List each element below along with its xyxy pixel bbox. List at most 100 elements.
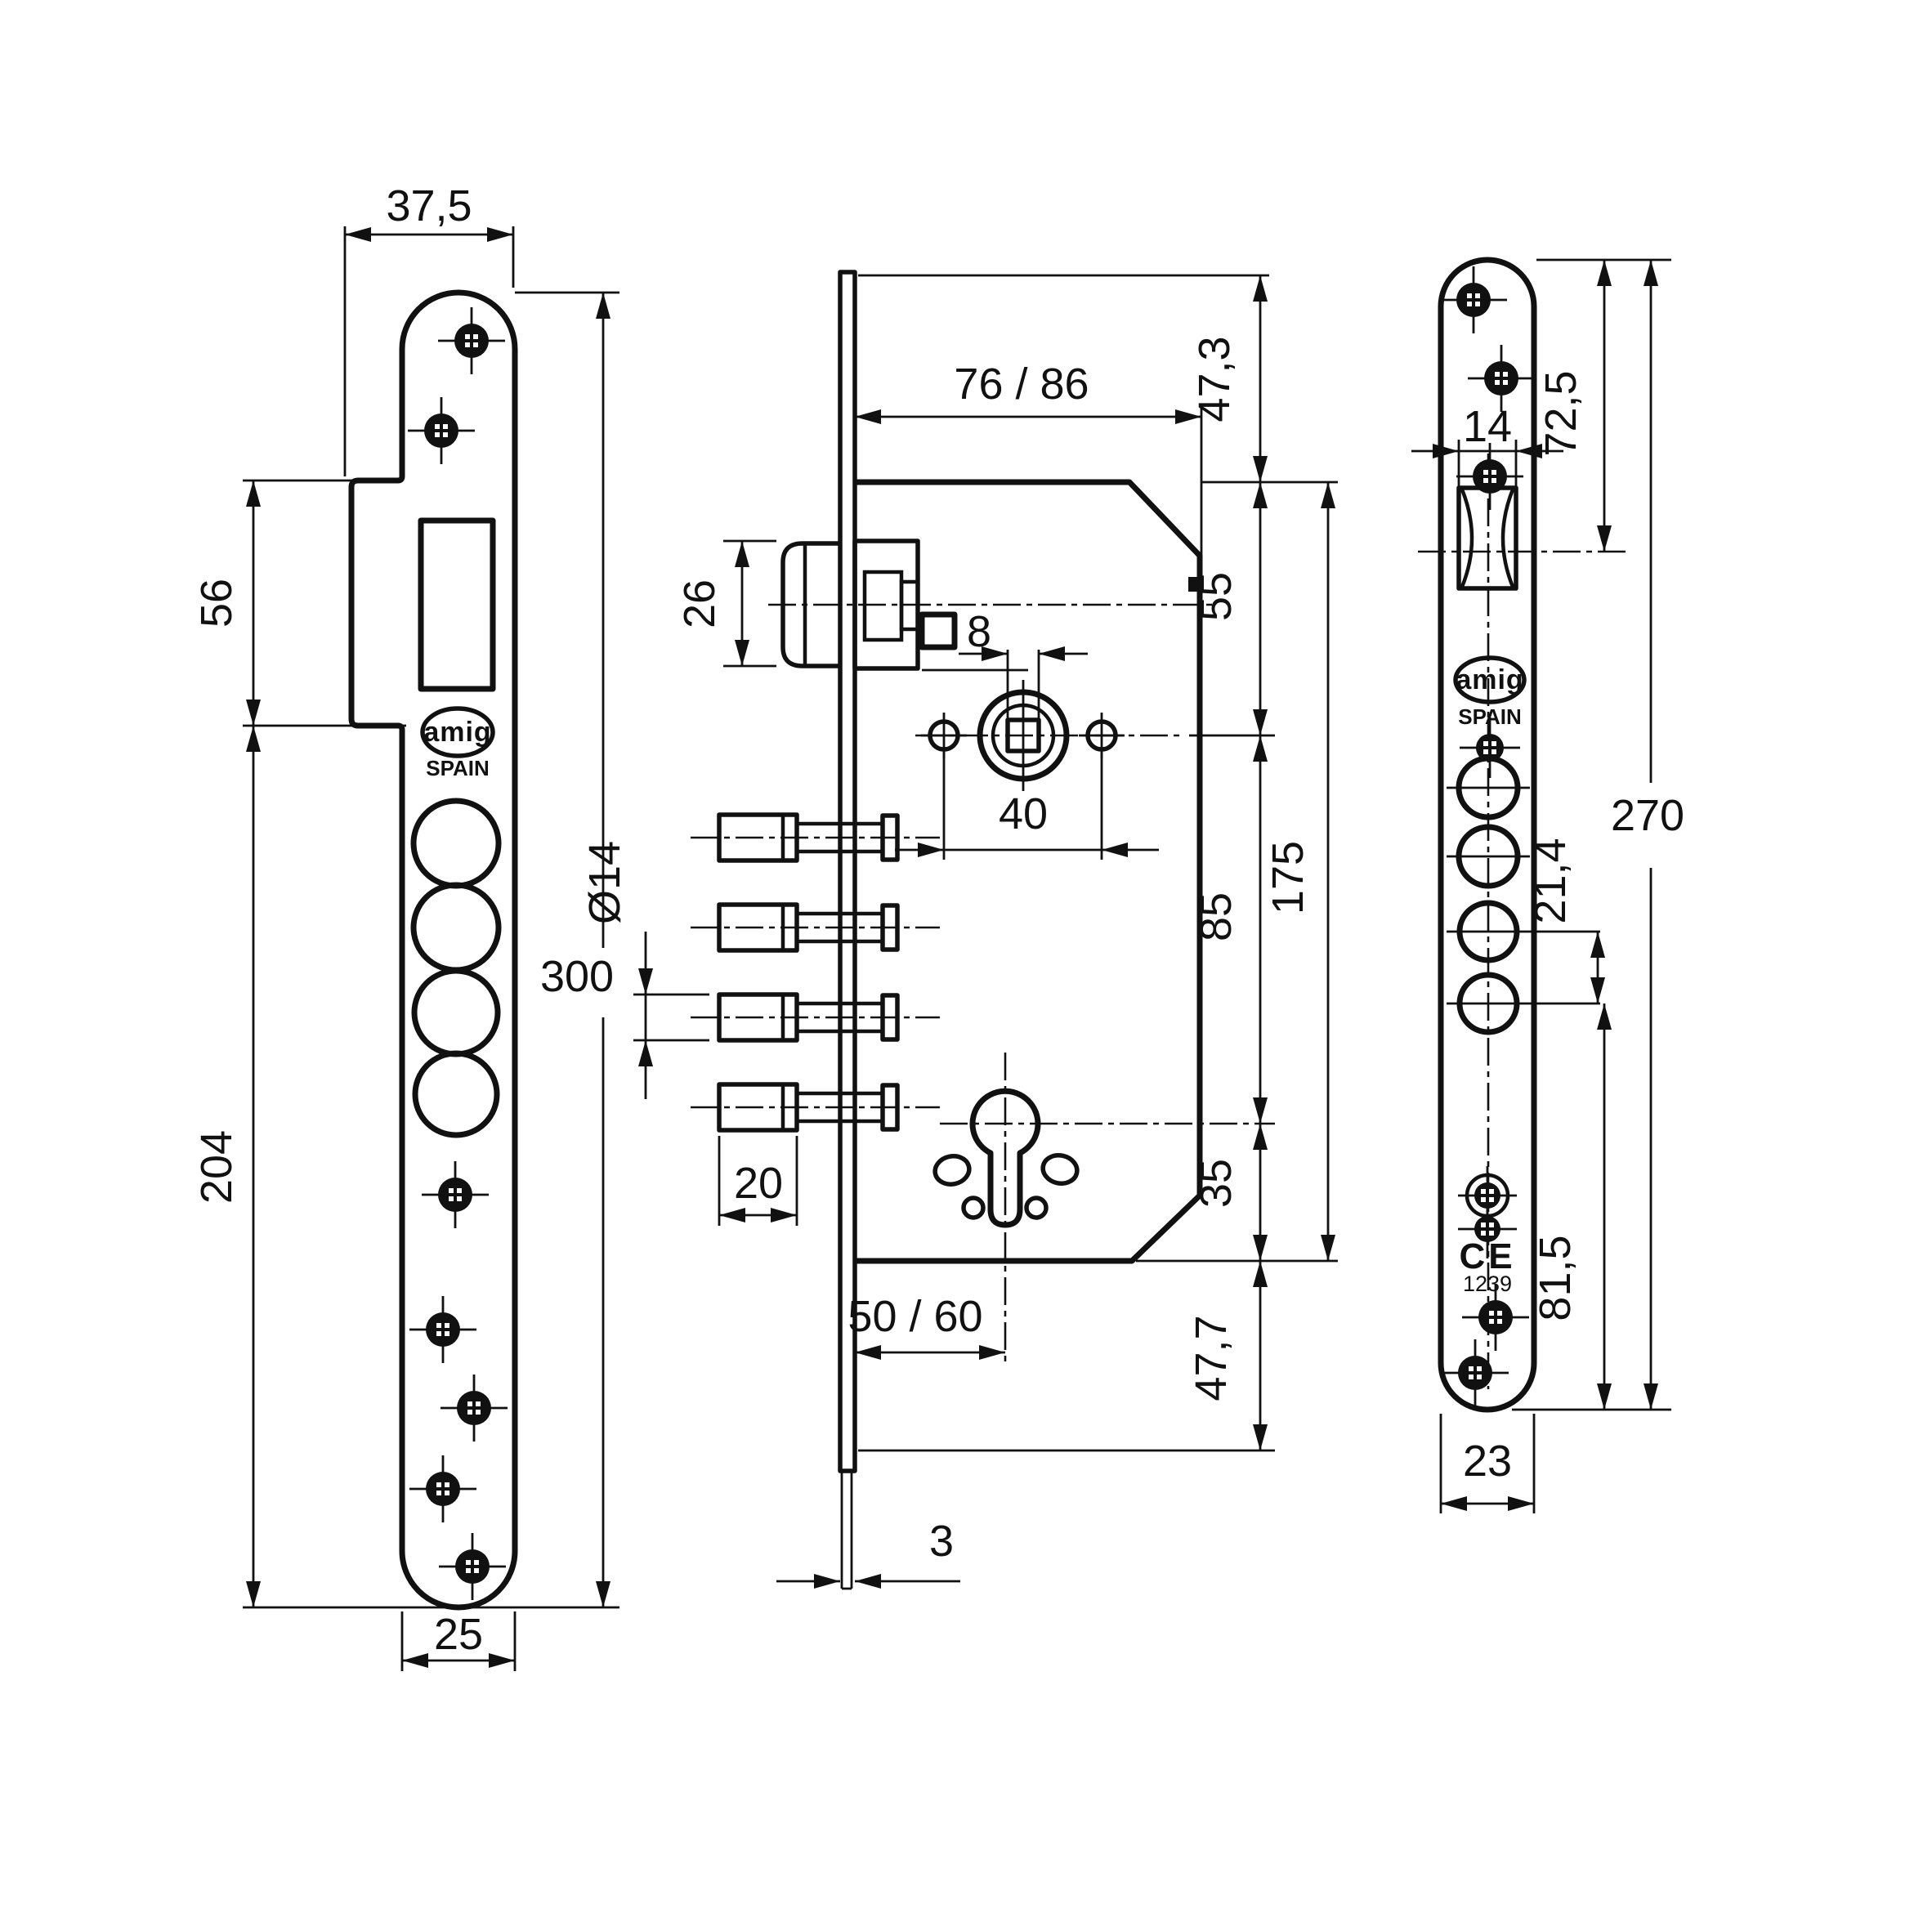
screw-slot-dot [445,1482,449,1487]
dim-label-lip-height: 56 [192,579,241,628]
faceplate-view: amig SPAIN CE 1239 14 72,5 270 21,4 81,5… [1411,257,1684,1513]
screw-slot-dot [1483,470,1488,475]
dimension-arrow [638,968,653,995]
dim-label-bottom-width: 25 [434,1610,483,1659]
dimension-arrow [719,1208,745,1223]
screw-body [1458,1356,1492,1390]
screw-slot-dot [1475,302,1480,306]
dim-label-bolt-throw: 20 [734,1159,783,1208]
screw-body [455,1549,490,1584]
dimension-arrow [402,1653,428,1668]
dimension-arrow [1597,1383,1612,1410]
locking-bolts [717,812,900,1133]
dim-label-top-offset: 47,3 [1190,336,1239,422]
screw-slot-dot [436,1491,441,1495]
screw-body [424,413,458,448]
screw-slot-dot [465,342,470,347]
dimension-arrow [1253,709,1268,735]
dimension-arrow [246,726,261,752]
screw-slot-dot [1469,1366,1474,1371]
dimension-arrow [1508,1496,1534,1511]
deadbolt-hole [410,882,502,973]
screw-slot-dot [435,424,440,429]
latch-head [780,541,840,668]
dimension-arrow [1102,843,1128,857]
screw-slot-dot [443,424,448,429]
screw-slot-dot [1467,293,1472,298]
screw-slot-dot [474,1568,479,1573]
screw-slot-dot [473,342,478,347]
brand-logo-oval [420,706,495,758]
dimension-arrow [246,700,261,726]
dimension-arrow [487,227,513,242]
screw-body [1473,459,1507,494]
dimension-arrow [596,293,610,319]
bolt-retainer [880,813,900,862]
dimension-arrow [918,843,944,857]
deadbolt-hole [410,798,502,889]
dim-label-bottom-offset: 47,7 [1187,1315,1236,1401]
screw-slot-dot [445,1323,449,1328]
screw-body [438,1178,472,1212]
dimension-arrow [1039,646,1065,661]
strike-bolt-holes [410,798,502,1138]
deadbolt-hole [411,968,501,1057]
dim-label-total-height: 300 [540,952,614,1001]
screw-slot-dot [1475,293,1480,298]
dim-label-axis-to-bottom: 81,5 [1531,1235,1580,1321]
brand-origin: SPAIN [426,756,490,780]
dimension-arrow [1321,1235,1335,1261]
dimension-arrow [596,1581,610,1607]
screw-slot-dot [467,1401,472,1406]
fixing-slot-right [1040,1153,1080,1186]
screw-slot-dot [436,1323,441,1328]
screw-slot-dot [443,432,448,437]
euro-cylinder-profile [969,1088,1041,1228]
dimension-arrow [1597,525,1612,552]
dimension-arrows [246,227,1658,1668]
screw-hole [438,307,505,374]
dimension-arrow [1597,1003,1612,1030]
dimension-arrow [1516,444,1542,458]
dimension-arrow [1253,275,1268,302]
dimension-arrow [1321,482,1335,508]
screw-slot-dot [435,432,440,437]
faceplate-edge [838,270,857,1473]
screw-body [1484,361,1518,396]
screw-hole [409,1296,476,1363]
dimension-arrow [489,1653,515,1668]
dimension-arrow [855,1345,881,1360]
screw-slot-dot [457,1188,462,1193]
screw-slot-dot [1503,380,1508,385]
dim-label-case-height: 175 [1263,841,1313,914]
brand-logo-2: amig [1456,664,1523,695]
brand-logo-oval-2 [1453,655,1527,704]
screw-slot-dot [1489,1197,1494,1202]
screw-slot-dot [1483,741,1488,746]
screw-slot-dot [1481,1197,1486,1202]
dim-label-top-to-spindle: 55 [1192,572,1241,621]
screw-slot-dot [466,1568,471,1573]
dimension-arrow [1253,1235,1268,1261]
faceplate-tail [840,1471,853,1590]
dimension-arrow [982,646,1008,661]
screw-slot-dot [1495,372,1500,377]
dimension-arrow [1253,1124,1268,1150]
screw-hole [439,1533,506,1600]
ce-mark: CE [1459,1236,1515,1276]
screw-slot-dot [1483,478,1488,483]
dim-label-backset: 50 / 60 [847,1292,982,1341]
bolt-tip [717,902,799,953]
screw-hole [1462,1284,1529,1351]
dim-label-cylinder-to-bottom: 35 [1192,1159,1241,1208]
dimension-arrow [735,541,749,567]
screw-slot-dot [449,1188,454,1193]
screw-slot-dot [1491,478,1496,483]
screw-body [1474,1216,1500,1242]
screw-body [426,1312,460,1347]
screw-slot-dot [1497,1311,1502,1316]
screw-hole [441,1374,508,1442]
screw-slot-dot [445,1331,449,1336]
dimension-arrow [638,1040,653,1066]
dimension-arrow [1253,456,1268,482]
